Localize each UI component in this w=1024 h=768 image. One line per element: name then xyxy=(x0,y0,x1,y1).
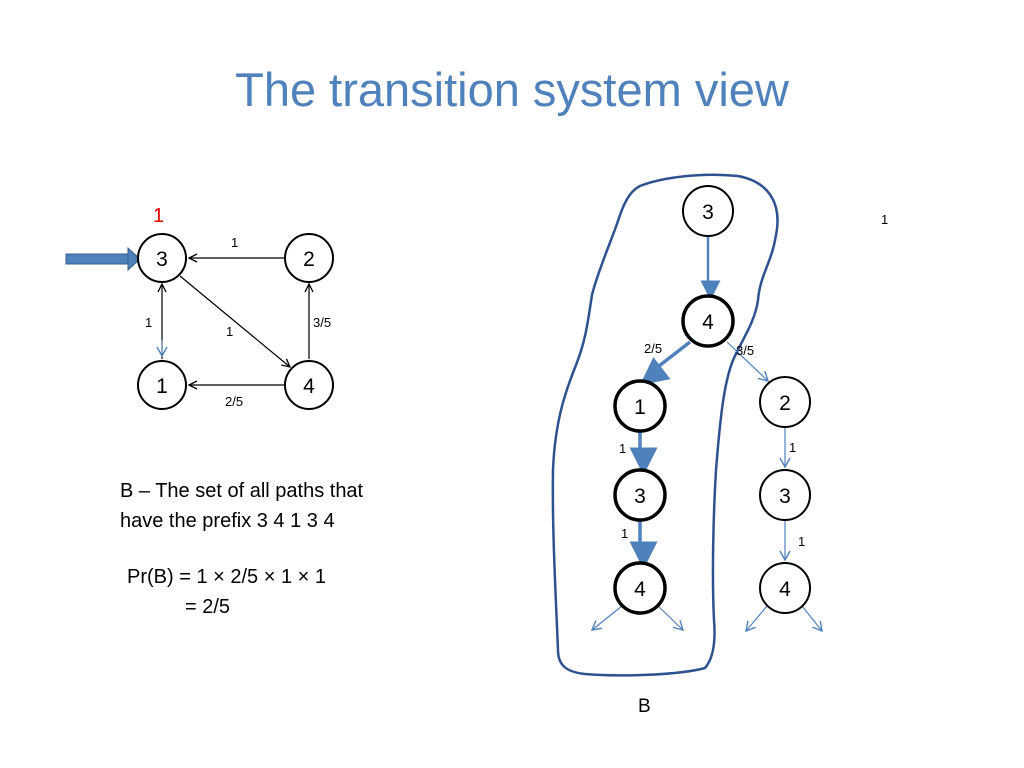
state-node-1: 1 xyxy=(137,360,187,410)
svg-text:4: 4 xyxy=(702,311,714,334)
tree-edge-label-right1: 1 xyxy=(789,440,797,455)
slide-title: The transition system view xyxy=(235,63,789,116)
edge-label-2-3: 1 xyxy=(231,235,239,250)
edge-label-3-4: 1 xyxy=(226,324,234,339)
edge-label-4-2: 3/5 xyxy=(313,315,332,330)
tree-node-left-3: 4 xyxy=(613,561,667,615)
continuation-arrow xyxy=(801,605,823,633)
svg-text:3: 3 xyxy=(702,201,714,224)
initial-state-arrow xyxy=(65,246,141,272)
tree-node-right-3: 4 xyxy=(759,562,811,614)
svg-text:1: 1 xyxy=(156,375,168,398)
probability-line2: = 2/5 xyxy=(185,596,231,618)
svg-text:4: 4 xyxy=(779,578,791,601)
tree-node-left-2: 3 xyxy=(613,468,667,522)
svg-text:4: 4 xyxy=(634,578,646,601)
state-node-3: 3 xyxy=(137,233,187,283)
tree-edge-4-1 xyxy=(639,340,692,386)
tree-node-right-1: 2 xyxy=(759,376,811,428)
state-node-4: 4 xyxy=(284,360,334,410)
tree-edge-label-3-5: 3/5 xyxy=(736,343,755,358)
svg-text:1: 1 xyxy=(634,396,646,419)
tree-edge-4-2 xyxy=(726,341,770,382)
tree-edge-label-left1: 1 xyxy=(619,441,627,456)
continuation-arrow xyxy=(745,605,768,633)
set-description-line2: have the prefix 3 4 1 3 4 xyxy=(120,510,335,532)
set-b-label: B xyxy=(638,696,651,717)
continuation-arrow xyxy=(590,605,623,631)
stray-label: 1 xyxy=(881,212,889,227)
svg-text:2: 2 xyxy=(779,392,791,415)
tree-node-right-2: 3 xyxy=(759,469,811,521)
svg-text:3: 3 xyxy=(156,248,168,271)
initial-probability-label: 1 xyxy=(153,205,165,227)
svg-text:3: 3 xyxy=(634,485,646,508)
probability-line1: Pr(B) = 1 × 2/5 × 1 × 1 xyxy=(127,566,327,588)
tree-edge-label-right2: 1 xyxy=(798,534,806,549)
edge-label-4-1: 2/5 xyxy=(225,394,244,409)
tree-edge-label-left2: 1 xyxy=(621,526,629,541)
tree-node-level2: 4 xyxy=(681,294,735,348)
tree-edge-label-2-5: 2/5 xyxy=(644,341,663,356)
set-description-line1: B – The set of all paths that xyxy=(120,480,364,502)
state-node-2: 2 xyxy=(284,233,334,283)
tree-node-root: 3 xyxy=(682,185,734,237)
svg-text:3: 3 xyxy=(779,485,791,508)
edge-label-1-3: 1 xyxy=(145,315,153,330)
tree-node-left-1: 1 xyxy=(613,379,667,433)
svg-text:2: 2 xyxy=(303,248,315,271)
edge-3-to-4 xyxy=(179,275,290,367)
svg-text:4: 4 xyxy=(303,375,315,398)
continuation-arrow xyxy=(657,605,685,631)
set-b-outline xyxy=(551,173,779,677)
